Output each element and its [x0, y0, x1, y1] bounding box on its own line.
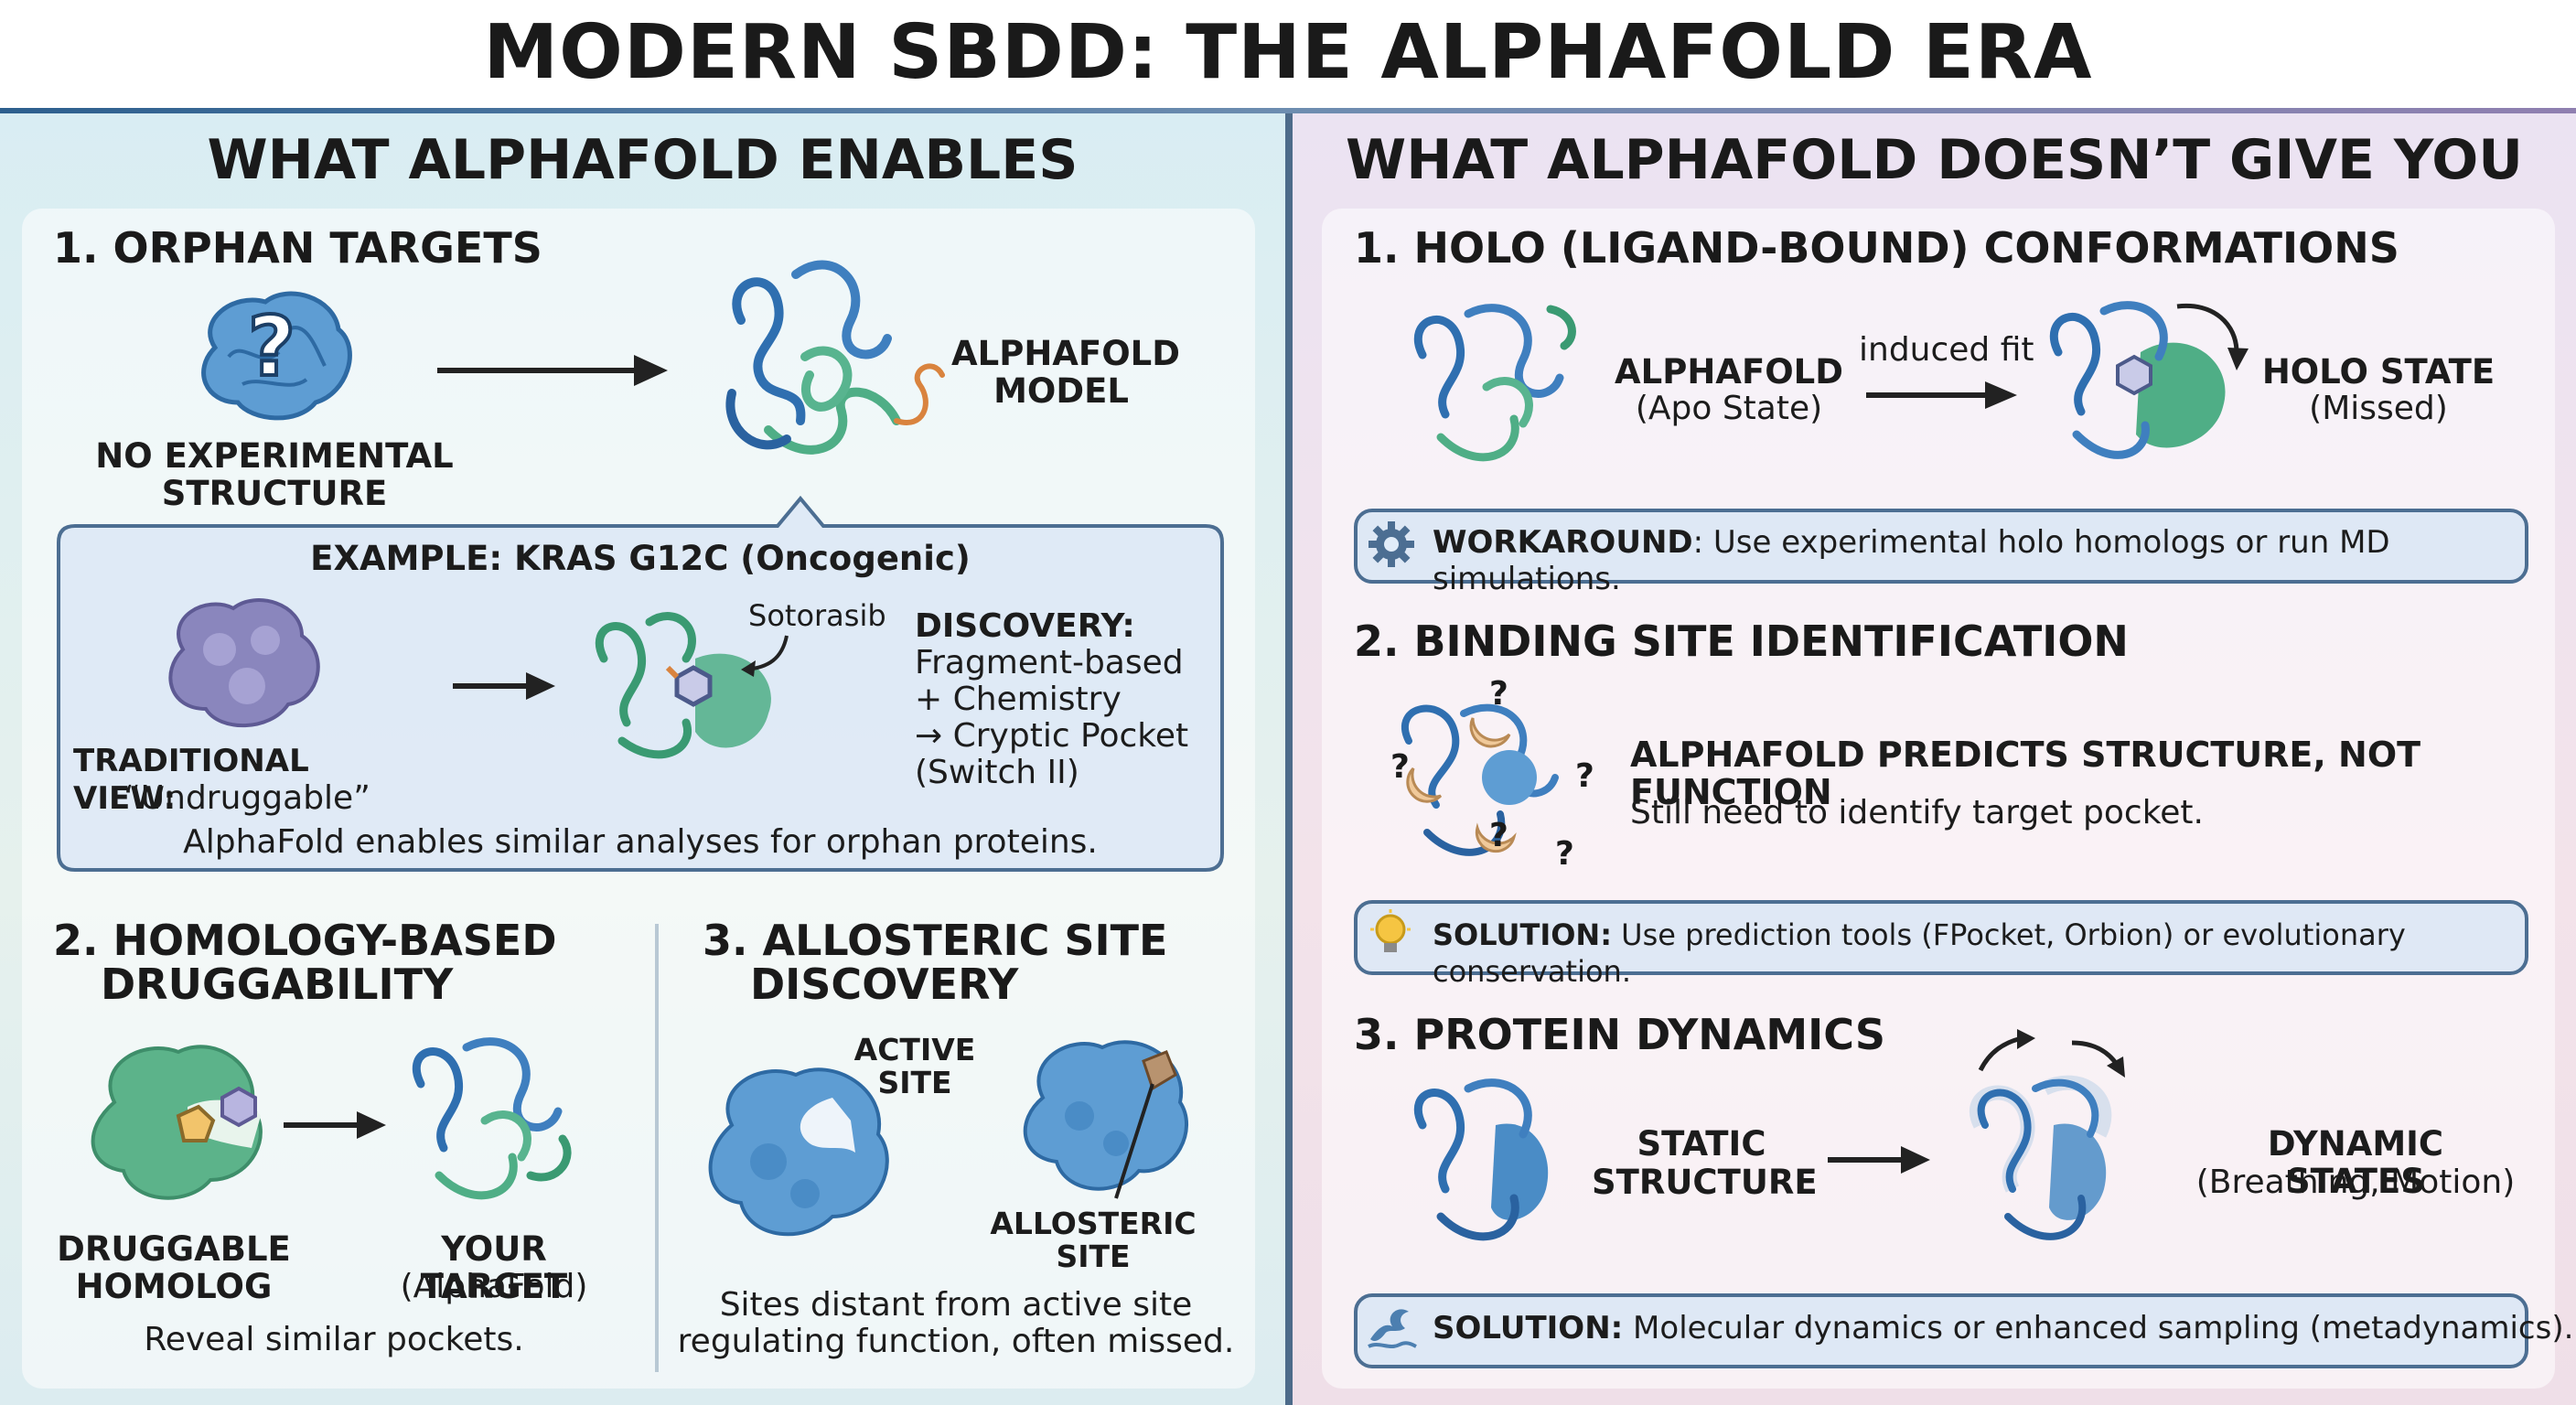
- unknown-protein-icon: ?: [201, 291, 352, 421]
- dynamics-arrow-icon: [1828, 1146, 1930, 1174]
- kras-structure-icon: [595, 612, 771, 759]
- workaround-text: WORKAROUND: Use experimental holo homolo…: [1433, 524, 2576, 597]
- active-site-label-1: ACTIVE: [853, 1032, 976, 1067]
- discovery-line-3: → Cryptic Pocket: [915, 717, 1189, 755]
- orphan-targets-title: 1. ORPHAN TARGETS: [53, 223, 542, 273]
- induced-fit-arrow-icon: [1866, 381, 2017, 409]
- workaround-key: WORKAROUND: [1433, 524, 1693, 561]
- column-divider: [1285, 113, 1293, 1405]
- apo-label: ALPHAFOLD: [1615, 352, 1843, 391]
- title-rule: [0, 108, 2576, 113]
- dynamics-solution-key: SOLUTION:: [1433, 1310, 1624, 1346]
- your-target-label: YOUR TARGET: [420, 1229, 568, 1306]
- apo-state-icon: [1413, 304, 1576, 462]
- homology-title-2: DRUGGABILITY: [101, 960, 454, 1009]
- svg-text:?: ?: [1555, 835, 1574, 873]
- discovery-title: DISCOVERY:: [915, 607, 1135, 645]
- active-site-label-2: SITE: [877, 1065, 952, 1100]
- pocket-search-icon: ??? ??: [1390, 675, 1594, 873]
- question-mark: ?: [248, 299, 295, 395]
- homolog-label-2: HOMOLOG: [75, 1267, 273, 1306]
- homology-title-1: 2. HOMOLOGY-BASED: [53, 916, 557, 965]
- right-heading: WHAT ALPHAFOLD DOESN’T GIVE YOU: [1346, 128, 2523, 192]
- binding-sub: Still need to identify target pocket.: [1630, 794, 2204, 831]
- holo-sub: (Missed): [2309, 390, 2448, 427]
- induced-fit-label: induced fit: [1859, 331, 2034, 369]
- homology-footer: Reveal similar pockets.: [144, 1321, 524, 1358]
- svg-text:?: ?: [1390, 748, 1410, 786]
- undruggable-protein-icon: [168, 598, 320, 728]
- druggable-homolog-icon: [91, 1045, 263, 1200]
- binding-solution-body: Use prediction tools (FPocket, Orbion) o…: [1433, 917, 2406, 989]
- dynamic-states-icon: [1970, 1029, 2125, 1240]
- orphan-arrow-icon: [437, 355, 668, 386]
- dynamics-solution-callout: [1354, 1293, 2528, 1368]
- holo-state-icon: [2049, 301, 2249, 459]
- active-site-protein-icon: [708, 1067, 889, 1237]
- dynamics-title: 3. PROTEIN DYNAMICS: [1354, 1010, 1886, 1059]
- static-label-2: STRUCTURE: [1592, 1163, 1818, 1202]
- page-title: MODERN SBDD: THE ALPHAFOLD ERA: [483, 9, 2093, 96]
- discovery-line-2: + Chemistry: [915, 681, 1122, 718]
- svg-text:?: ?: [1489, 817, 1508, 854]
- dynamic-sub: (Breathing, Motion): [2195, 1164, 2516, 1201]
- orphan-footer: AlphaFold enables similar analyses for o…: [183, 823, 1098, 861]
- allosteric-title-1: 3. ALLOSTERIC SITE: [703, 916, 1168, 965]
- example-title: EXAMPLE: KRAS G12C (Oncogenic): [310, 539, 971, 578]
- allosteric-title-2: DISCOVERY: [750, 960, 1019, 1009]
- example-box: [57, 495, 1224, 872]
- wave-icon: [1368, 1309, 1417, 1348]
- no-structure-label: NO EXPERIMENTAL STRUCTURE: [95, 436, 454, 513]
- holo-title: 1. HOLO (LIGAND-BOUND) CONFORMATIONS: [1354, 223, 2399, 273]
- subsection-divider: [655, 924, 659, 1372]
- static-structure-icon: [1413, 1078, 1549, 1241]
- binding-headline: ALPHAFOLD PREDICTS STRUCTURE, NOT FUNCTI…: [1630, 735, 2421, 812]
- left-heading: WHAT ALPHAFOLD ENABLES: [207, 128, 1079, 192]
- traditional-view-label: TRADITIONAL VIEW:: [73, 743, 309, 817]
- binding-solution-key: SOLUTION:: [1433, 917, 1612, 952]
- workaround-callout: [1354, 509, 2528, 584]
- svg-text:?: ?: [1489, 675, 1508, 713]
- allosteric-label-2: SITE: [1056, 1239, 1131, 1274]
- allosteric-protein-icon: [1023, 1040, 1189, 1199]
- holo-label: HOLO STATE: [2261, 352, 2496, 391]
- binding-site-title: 2. BINDING SITE IDENTIFICATION: [1354, 617, 2129, 666]
- homolog-label-1: DRUGGABLE: [57, 1229, 291, 1269]
- lightbulb-icon: [1370, 909, 1411, 952]
- your-target-icon: [412, 1037, 572, 1200]
- alphafold-model-label: ALPHAFOLD MODEL: [951, 334, 1180, 411]
- dynamic-label: DYNAMIC STATES: [2267, 1124, 2444, 1201]
- undruggable-label: “Undruggable”: [123, 779, 370, 817]
- homology-arrow-icon: [284, 1111, 386, 1139]
- sotorasib-pointer-icon: [741, 635, 789, 677]
- allosteric-footer-1: Sites distant from active site: [719, 1286, 1193, 1324]
- workaround-body: : Use experimental holo homologs or run …: [1433, 524, 2390, 597]
- svg-text:?: ?: [1575, 757, 1594, 795]
- allosteric-footer-2: regulating function, often missed.: [677, 1323, 1235, 1360]
- gear-icon: [1368, 521, 1414, 567]
- binding-solution-callout: [1354, 900, 2528, 975]
- static-label-1: STATIC: [1637, 1124, 1766, 1164]
- alphafold-model-icon: [725, 260, 945, 455]
- sotorasib-label: Sotorasib: [748, 598, 886, 633]
- apo-sub: (Apo State): [1635, 390, 1823, 427]
- your-target-sub: (AlphaFold): [400, 1268, 588, 1305]
- dynamics-solution-body: Molecular dynamics or enhanced sampling …: [1623, 1310, 2574, 1346]
- discovery-line-1: Fragment-based: [915, 644, 1184, 681]
- example-arrow-icon: [453, 672, 555, 700]
- allosteric-label-1: ALLOSTERIC: [990, 1206, 1197, 1241]
- dynamics-solution-text: SOLUTION: Molecular dynamics or enhanced…: [1433, 1310, 2573, 1346]
- discovery-line-4: (Switch II): [915, 754, 1079, 791]
- binding-solution-text: SOLUTION: Use prediction tools (FPocket,…: [1433, 917, 2576, 990]
